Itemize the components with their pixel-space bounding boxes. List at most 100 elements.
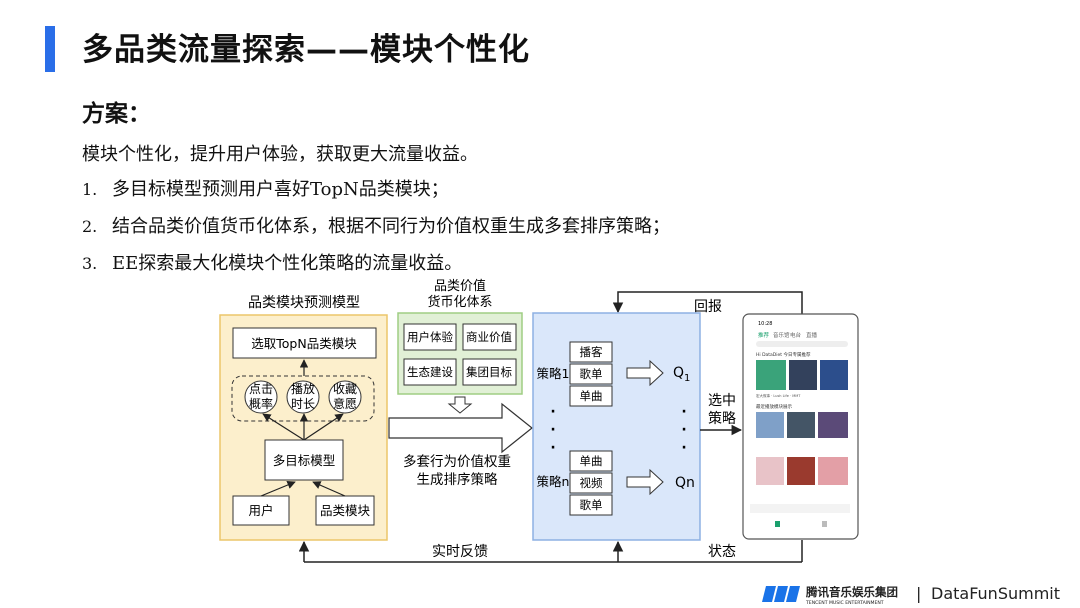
- strategy-panel: [532, 312, 701, 541]
- select-topn-label: 选取TopN品类模块: [251, 336, 357, 351]
- value-group-goal: 集团目标: [466, 365, 512, 379]
- model-title: 品类模块预测模型: [248, 295, 360, 311]
- big-arrow-label-l1: 多套行为价值权重: [403, 453, 511, 470]
- phone-player-bar: [750, 504, 850, 513]
- arrow-model-to-favorite: [303, 413, 344, 441]
- state-label: 状态: [708, 544, 736, 560]
- phone-tab-radio: 电台: [790, 331, 802, 339]
- company-name-en: TENCENT MUSIC ENTERTAINMENT: [805, 600, 884, 606]
- item-text-post: 品类模块；: [358, 179, 449, 200]
- arrow-model-to-click: [262, 413, 305, 441]
- phone-search-bar: [756, 341, 848, 347]
- phone-tab-music: 音乐馆: [773, 331, 790, 339]
- phone-grid-5: [787, 457, 815, 485]
- sn-item-song: 单曲: [580, 454, 603, 468]
- q1-label: Q1: [673, 365, 690, 384]
- target-circle-favorite: [328, 380, 362, 414]
- target-duration-l1: 播放: [291, 381, 315, 396]
- item-number: 3.: [82, 254, 98, 273]
- dots-left-3: ·: [550, 440, 555, 456]
- sn-item-playlist-box: [569, 494, 613, 516]
- dots-right-2: ·: [681, 422, 686, 438]
- s1-item-song-box: [569, 385, 613, 407]
- target-click-l1: 点击: [249, 382, 273, 396]
- phone-card-3: [820, 360, 848, 390]
- input-user-label: 用户: [248, 503, 273, 518]
- value-down-arrow: [447, 396, 473, 414]
- title-accent-bar: [45, 26, 55, 72]
- plan-item-1: 1. 多目标模型预测用户喜好TopN品类模块；: [82, 175, 449, 201]
- s1-hollow-arrow: [626, 359, 664, 387]
- sn-item-video: 视频: [580, 476, 603, 490]
- arrow-user-to-model: [260, 480, 296, 497]
- s1-item-playlist-box: [569, 363, 613, 385]
- plan-heading: 方案：: [82, 101, 151, 127]
- big-arrow-label-l2: 生成排序策略: [417, 471, 498, 488]
- phone-section2-title: 最近播放模块展示: [756, 403, 792, 410]
- input-category-box: [315, 495, 375, 526]
- item-text-pre: 结合品类价值货币化体系，根据不同行为价值权重生成多套排序策略；: [112, 216, 670, 237]
- sn-item-playlist: 歌单: [580, 498, 603, 512]
- phone-card-1: [756, 360, 786, 390]
- s1-item-podcast-box: [569, 341, 613, 363]
- reward-label: 回报: [694, 299, 722, 315]
- plan-summary: 模块个性化，提升用户体验，获取更大流量收益。: [82, 144, 478, 165]
- dots-right-1: ·: [681, 404, 686, 420]
- tme-logo-mark: [762, 586, 800, 602]
- value-group-goal-box: [462, 358, 517, 386]
- target-circle-duration: [286, 380, 320, 414]
- value-commercial-box: [462, 323, 517, 351]
- phone-time: 10:28: [758, 321, 772, 327]
- phone-caption: 宏大叙事 · Lush Life · MMT: [756, 393, 801, 398]
- target-duration-l2: 时长: [291, 397, 315, 411]
- select-label-l2: 策略: [708, 410, 736, 427]
- arrow-category-to-model: [312, 481, 346, 497]
- multi-model-label: 多目标模型: [273, 453, 336, 468]
- item-number: 1.: [82, 180, 98, 199]
- phone-card-2: [789, 360, 817, 390]
- dots-right-3: ·: [681, 440, 686, 456]
- plan-item-2: 2. 结合品类价值货币化体系，根据不同行为价值权重生成多套排序策略；: [82, 212, 670, 238]
- plan-item-3: 3. EE探索最大化模块个性化策略的流量收益。: [82, 249, 462, 275]
- item-text-en: TopN: [310, 179, 359, 200]
- company-name-cn: 腾讯音乐娱乐集团: [806, 585, 898, 599]
- sn-item-song-box: [569, 450, 613, 472]
- item-text-en: EE: [112, 253, 139, 274]
- phone-nav-me: [822, 521, 827, 527]
- phone-tab-live: 直播: [806, 331, 818, 339]
- q1-subscript: 1: [684, 373, 690, 384]
- dots-left-2: ·: [550, 422, 555, 438]
- target-circle-click: [244, 380, 278, 414]
- target-favorite-l2: 意愿: [333, 396, 357, 411]
- value-user-exp-box: [403, 323, 457, 351]
- phone-grid-2: [787, 412, 815, 438]
- summit-name: DataFunSummit: [931, 584, 1060, 603]
- dots-left-1: ·: [550, 404, 555, 420]
- phone-grid-3: [818, 412, 848, 438]
- value-title-l2: 货币化体系: [427, 294, 492, 310]
- select-label-l1: 选中: [708, 393, 736, 409]
- phone-grid-1: [756, 412, 784, 438]
- input-category-label: 品类模块: [320, 503, 371, 518]
- phone-mockup: 10:28 推荐 音乐馆 电台 直播 Hi DataDiet 今日专属推荐 宏大…: [742, 313, 859, 540]
- select-topn-box: [232, 327, 377, 359]
- phone-grid-6: [818, 457, 848, 485]
- slide-title: 多品类流量探索——模块个性化: [82, 32, 530, 68]
- qn-label: Qn: [675, 475, 695, 491]
- value-ecosystem-box: [403, 358, 457, 386]
- sn-hollow-arrow: [626, 468, 664, 496]
- item-number: 2.: [82, 217, 98, 236]
- s1-item-playlist: 歌单: [580, 367, 603, 381]
- target-favorite-l1: 收藏: [333, 382, 357, 396]
- item-text-pre: 多目标模型预测用户喜好: [112, 179, 310, 200]
- phone-grid-4: [756, 457, 784, 485]
- multi-model-box: [264, 439, 344, 481]
- value-ecosystem: 生态建设: [407, 365, 453, 379]
- value-user-exp: 用户体验: [407, 330, 453, 344]
- sn-item-video-box: [569, 472, 613, 494]
- item-text-post: 探索最大化模块个性化策略的流量收益。: [138, 253, 463, 274]
- q1-letter: Q: [673, 365, 684, 381]
- phone-tab-recommend: 推荐: [758, 331, 770, 339]
- big-hollow-arrow: [388, 402, 533, 454]
